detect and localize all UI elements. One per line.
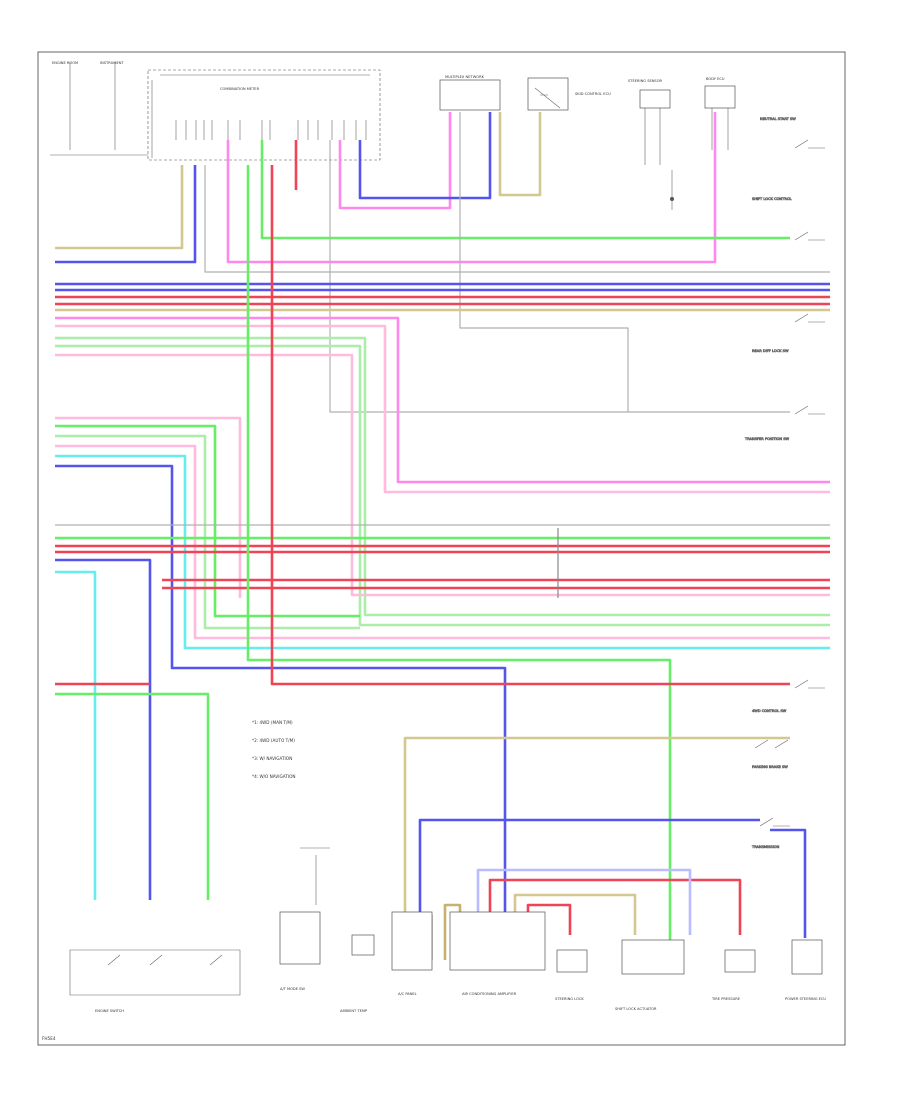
svg-text:A/T MODE SW: A/T MODE SW xyxy=(280,987,305,991)
wire-harness xyxy=(55,112,830,960)
svg-text:TRANSMISSION: TRANSMISSION xyxy=(751,845,780,849)
svg-text:SHIFT LOCK CONTROL: SHIFT LOCK CONTROL xyxy=(752,197,792,201)
top-components: ENGINE ROOM INSTRUMENT COMBINATION METER… xyxy=(50,61,736,210)
svg-text:MULTIPLEX NETWORK: MULTIPLEX NETWORK xyxy=(445,75,485,79)
component-box-1 xyxy=(439,79,501,111)
svg-text:TIRE PRESSURE: TIRE PRESSURE xyxy=(711,997,741,1001)
right-switches: NEUTRAL START SW SHIFT LOCK CONTROL REAR… xyxy=(744,117,825,849)
svg-text:PARKING BRAKE SW: PARKING BRAKE SW xyxy=(752,765,788,769)
svg-text:COMBINATION METER: COMBINATION METER xyxy=(220,87,260,91)
legend-item: *3: W/ NAVIGATION xyxy=(252,756,292,761)
diagram-code: FH5E4 xyxy=(42,1036,56,1041)
legend-item: *1: 4WD (MAN T/M) xyxy=(252,720,293,725)
svg-text:4WD CONTROL SW: 4WD CONTROL SW xyxy=(752,709,787,713)
svg-text:ENGINE SWITCH: ENGINE SWITCH xyxy=(95,1009,124,1013)
svg-text:POWER STEERING ECU: POWER STEERING ECU xyxy=(785,997,826,1001)
component-box-2 xyxy=(527,77,569,111)
svg-text:INSTRUMENT: INSTRUMENT xyxy=(100,61,124,65)
svg-text:AMBIENT TEMP: AMBIENT TEMP xyxy=(340,1009,368,1013)
combination-meter-box xyxy=(147,69,381,161)
svg-text:SHIFT LOCK ACTUATOR: SHIFT LOCK ACTUATOR xyxy=(615,1007,657,1011)
svg-text:REAR DIFF LOCK SW: REAR DIFF LOCK SW xyxy=(752,349,789,353)
svg-text:A/C PANEL: A/C PANEL xyxy=(398,992,417,996)
svg-text:SKID CONTROL ECU: SKID CONTROL ECU xyxy=(575,92,611,96)
svg-text:STEERING LOCK: STEERING LOCK xyxy=(555,997,584,1001)
legend-item: *4: W/O NAVIGATION xyxy=(252,774,296,779)
svg-text:AIR CONDITIONING AMPLIFIER: AIR CONDITIONING AMPLIFIER xyxy=(462,992,517,996)
diagram-frame xyxy=(37,51,846,1046)
bottom-components: ENGINE SWITCH A/T MODE SW AMBIENT TEMP A… xyxy=(69,847,826,1013)
svg-text:ENGINE ROOM: ENGINE ROOM xyxy=(52,61,78,65)
legend-item: *2: 4WD (AUTO T/M) xyxy=(252,738,295,743)
component-box-3 xyxy=(639,89,671,109)
svg-text:STEERING SENSOR: STEERING SENSOR xyxy=(628,79,663,83)
legend: *1: 4WD (MAN T/M) *2: 4WD (AUTO T/M) *3:… xyxy=(252,720,296,779)
svg-text:TRANSFER POSITION SW: TRANSFER POSITION SW xyxy=(744,437,789,441)
svg-text:BODY ECU: BODY ECU xyxy=(706,77,725,81)
component-box-4 xyxy=(704,85,736,109)
svg-text:NEUTRAL START SW: NEUTRAL START SW xyxy=(760,117,796,121)
